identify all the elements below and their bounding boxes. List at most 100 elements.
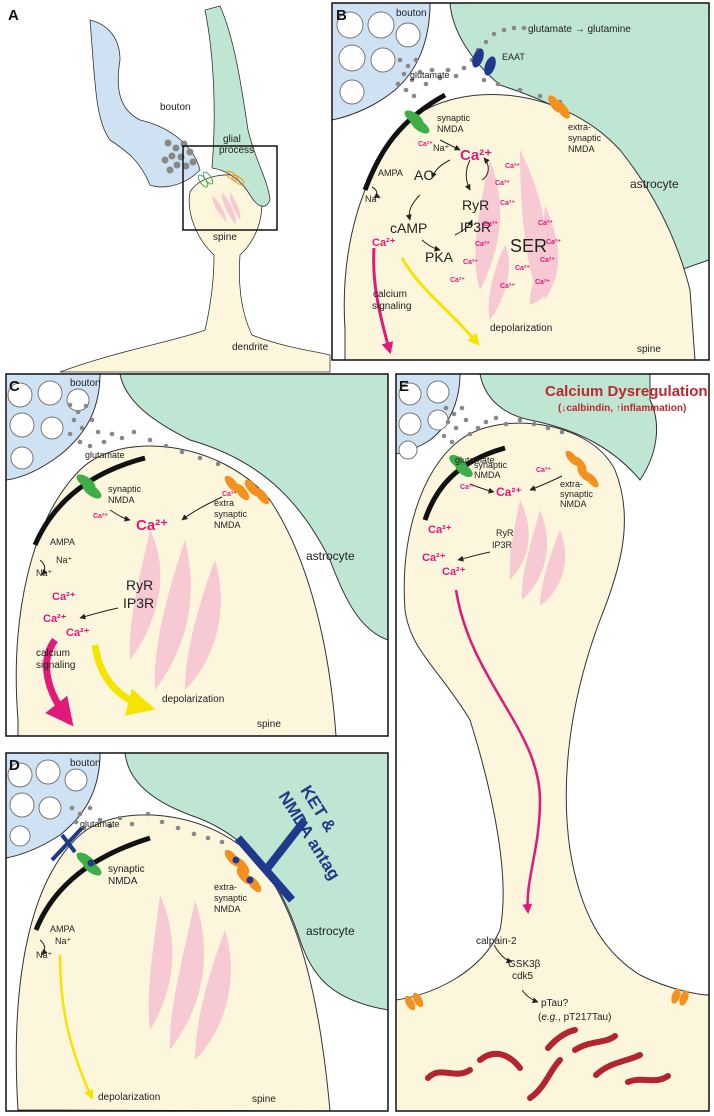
panel-a: A bouton glial process — [8, 5, 331, 373]
label-glutamate-glutamine: glutamate → glutamine — [528, 24, 631, 35]
label-depolarization: depolarization — [98, 1092, 160, 1103]
pathway-arrows — [457, 475, 563, 1004]
label-synaptic: synaptic — [108, 864, 145, 875]
label-na: Na⁺ — [433, 143, 450, 153]
panel-b-letter: B — [336, 7, 347, 24]
svg-text:Ca²⁺: Ca²⁺ — [535, 279, 550, 286]
extrasynaptic-nmda-receptor — [548, 95, 570, 119]
svg-text:Ca²⁺: Ca²⁺ — [463, 259, 478, 266]
label-ip3r: IP3R — [123, 595, 154, 611]
svg-text:Ca²⁺: Ca²⁺ — [538, 220, 553, 227]
panel-c: bouton glutamate synaptic NMDA extra syn… — [5, 373, 389, 737]
label-na2: Na⁺ — [365, 194, 382, 204]
label-synaptic: synaptic — [437, 113, 471, 123]
glial-process-shape — [204, 5, 271, 207]
label-ca-2: Ca²⁺ — [422, 552, 446, 564]
svg-text:Ca²⁺: Ca²⁺ — [546, 239, 561, 246]
label-ca-3: Ca²⁺ — [442, 566, 466, 578]
svg-text:Ca²⁺: Ca²⁺ — [500, 200, 515, 207]
label-glutamate: glutamate — [455, 455, 495, 465]
label-ca-1: Ca²⁺ — [52, 591, 76, 603]
svg-text:Ca²⁺: Ca²⁺ — [495, 180, 510, 187]
label-dendrite: dendrite — [232, 342, 269, 353]
label-astrocyte: astrocyte — [306, 924, 355, 938]
label-ac: AC — [414, 167, 433, 183]
psd-line — [362, 92, 447, 191]
svg-text:Ca²⁺: Ca²⁺ — [450, 277, 465, 284]
label-bouton: bouton — [70, 378, 101, 389]
extrasynaptic-nmda-receptor — [565, 450, 599, 488]
label-ca-big: Ca²⁺ — [460, 147, 492, 164]
label-calcium: calcium — [373, 289, 407, 300]
svg-text:Ca²⁺: Ca²⁺ — [475, 241, 490, 248]
psd-line — [32, 455, 146, 546]
label-ca-center: Ca²⁺ — [136, 517, 168, 534]
depolarization-arrow — [58, 954, 94, 1100]
pathway-arrows — [371, 139, 490, 252]
ser-shapes — [475, 150, 559, 320]
label-bouton: bouton — [70, 758, 101, 769]
label-calcium: calcium — [36, 648, 70, 659]
label-ca-extra: Ca²⁺ — [536, 467, 551, 474]
label-signaling: signaling — [36, 660, 75, 671]
label-nmda2: NMDA — [560, 499, 587, 509]
svg-text:Ca²⁺: Ca²⁺ — [515, 265, 530, 272]
ser-shapes — [212, 192, 241, 224]
ser-shapes — [509, 500, 566, 606]
depolarization-arrow — [400, 257, 480, 346]
panel-d-border — [5, 752, 389, 1112]
label-ca-3: Ca²⁺ — [66, 627, 90, 639]
label-astrocyte: astrocyte — [306, 549, 355, 563]
pathway-arrows — [39, 496, 223, 620]
label-ca-small: Ca²⁺ — [372, 237, 396, 249]
dendrite-nmda-receptors — [404, 988, 689, 1011]
label-nmda2: NMDA — [214, 520, 241, 530]
calcium-signaling-arrow — [43, 637, 74, 727]
vesicle-dots — [161, 139, 197, 174]
label-ampa: AMPA — [378, 168, 403, 178]
label-cdk5: cdk5 — [512, 971, 534, 982]
vesicle-circles — [336, 11, 421, 105]
synaptic-nmda-receptor — [449, 454, 473, 478]
svg-text:Ca²⁺: Ca²⁺ — [505, 163, 520, 170]
ser-shapes — [129, 530, 221, 690]
label-eaat: EAAT — [502, 52, 525, 62]
label-ca-extra: Ca²⁺ — [222, 491, 237, 498]
inhibition-bar-extrasynaptic — [234, 817, 309, 903]
label-ser: SER — [510, 236, 547, 256]
synaptic-nmda-receptor — [76, 474, 102, 499]
label-nmda2: NMDA — [568, 144, 595, 154]
label-synaptic2: synaptic — [568, 133, 602, 143]
label-synaptic: synaptic — [108, 484, 142, 494]
label-na2: Na⁺ — [36, 950, 53, 960]
ser-calcium-labels: Ca²⁺ Ca²⁺ Ca²⁺ Ca²⁺ Ca²⁺ Ca²⁺ Ca²⁺ Ca²⁺ … — [450, 163, 561, 290]
label-ca-center: Ca²⁺ — [496, 485, 522, 499]
calcium-flow-arrow — [454, 589, 542, 914]
label-calpain: calpain-2 — [476, 936, 517, 947]
label-spine: spine — [213, 232, 237, 243]
label-synaptic: synaptic — [474, 460, 508, 470]
label-glutamate: glutamate — [85, 450, 125, 460]
label-nmda: NMDA — [108, 495, 135, 505]
label-na: Na⁺ — [56, 555, 73, 565]
label-ampa: AMPA — [50, 924, 75, 934]
label-glutamate: glutamate — [80, 819, 120, 829]
panel-b: bouton glutamate → glutamine EAAT glutam… — [331, 2, 710, 361]
synaptic-nmda-receptor — [404, 110, 430, 134]
astrocyte-shape — [479, 374, 658, 481]
label-extra: extra- — [568, 122, 591, 132]
label-astrocyte: astrocyte — [630, 177, 679, 191]
label-nmda: NMDA — [474, 470, 501, 480]
label-ca-1: Ca²⁺ — [428, 524, 452, 536]
eaat-transporter — [472, 48, 496, 76]
panel-c-border — [5, 373, 389, 737]
svg-text:Ca²⁺: Ca²⁺ — [540, 257, 555, 264]
extrasynaptic-nmda-receptor — [224, 475, 270, 505]
label-nmda: NMDA — [108, 876, 138, 887]
glutamate-dots — [69, 805, 225, 845]
calcium-signaling-arrow — [372, 247, 394, 355]
label-spine: spine — [252, 1094, 276, 1105]
spine-shape — [343, 94, 696, 360]
ampa-na-arrow — [39, 939, 48, 956]
zoom-box — [182, 145, 278, 231]
